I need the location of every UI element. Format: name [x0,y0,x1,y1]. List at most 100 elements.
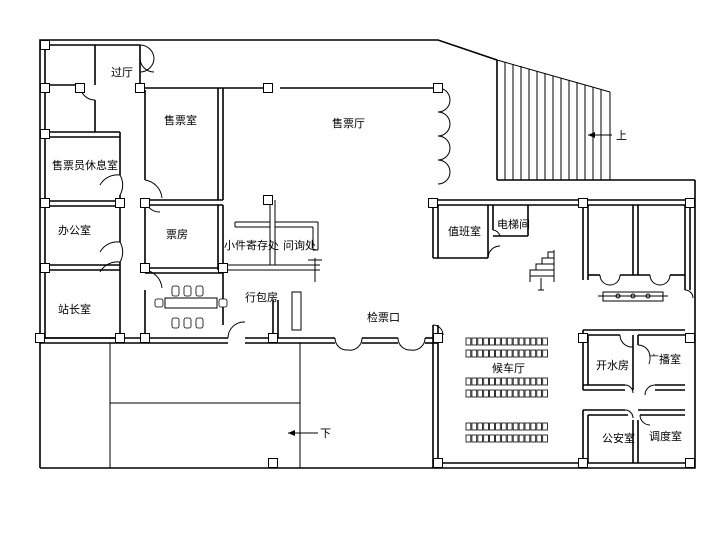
seat [518,389,525,398]
seat [471,422,478,431]
doors [79,44,694,426]
seat [465,389,472,398]
structural-columns [35,40,695,468]
seat [518,422,525,431]
seat [524,349,531,358]
seat [477,389,483,398]
column [578,333,588,343]
seat [524,377,531,386]
seat [495,337,501,346]
seat [489,389,495,398]
column [263,195,273,205]
seat [536,377,542,386]
column [433,83,443,93]
seat [542,337,548,346]
label-guangbo: 广播室 [648,352,681,366]
seat [506,377,513,386]
seat [477,349,483,358]
seat [506,389,513,398]
seat [536,434,542,443]
column [433,333,443,343]
seat [465,337,472,346]
seat [530,434,537,443]
seat [500,377,507,386]
label-xingbaofang: 行包房 [245,291,278,304]
column [578,198,588,208]
column [135,83,145,93]
label-wenxun: 问询处 [283,239,316,252]
seat [518,377,525,386]
seat [483,434,489,443]
seat [506,422,513,431]
label-kaishuifang: 开水房 [596,359,629,372]
exterior-walls [39,39,696,469]
corridor-walls [139,45,438,338]
seat [506,349,513,358]
label-houche: 候车厅 [492,361,525,375]
seat [483,377,489,386]
column [115,198,125,208]
column [35,333,45,343]
column [263,83,273,93]
seat [530,337,537,346]
seat [518,349,525,358]
stair-up-label: 上 [616,129,627,142]
seat [495,377,501,386]
seat [471,377,478,386]
sink-counter [598,291,668,302]
mid-walls [40,270,438,344]
seat [489,349,495,358]
seat [477,337,483,346]
seat [512,434,519,443]
label-xiaojian: 小件寄存处 [224,238,279,252]
seat [477,434,483,443]
seat [530,389,537,398]
column [40,263,50,273]
label-zhanzhangshi: 站长室 [58,302,91,316]
column [428,198,438,208]
seat [506,337,513,346]
meeting-table [154,285,228,329]
seat [483,389,489,398]
seat [518,434,525,443]
column [40,83,50,93]
seat [512,422,519,431]
stair-up [496,59,612,180]
seat [500,349,507,358]
column [140,198,150,208]
seat [471,434,478,443]
right-wing-walls [432,199,695,468]
seat [489,434,495,443]
seat [500,434,507,443]
seat [536,422,542,431]
seat [512,349,519,358]
label-xiuxishi: 售票员休息室 [52,158,118,172]
seat [512,337,519,346]
seat [495,422,501,431]
seat [495,389,501,398]
seat [524,337,531,346]
seat [524,389,531,398]
seat [489,377,495,386]
seat [471,389,478,398]
seat [471,349,478,358]
label-shoupiaoting: 售票厅 [332,116,365,130]
label-zhibanshi: 值班室 [448,224,481,238]
seat [524,422,531,431]
seat [500,389,507,398]
stair-down-label: 下 [320,427,331,440]
column [268,458,278,468]
column [685,458,695,468]
seat [536,349,542,358]
interior-stair [529,250,555,291]
seat [536,389,542,398]
column [140,333,150,343]
seat [477,377,483,386]
seat [512,377,519,386]
seat [530,377,537,386]
seat [465,377,472,386]
column [218,263,228,273]
column [433,458,443,468]
column [578,458,588,468]
